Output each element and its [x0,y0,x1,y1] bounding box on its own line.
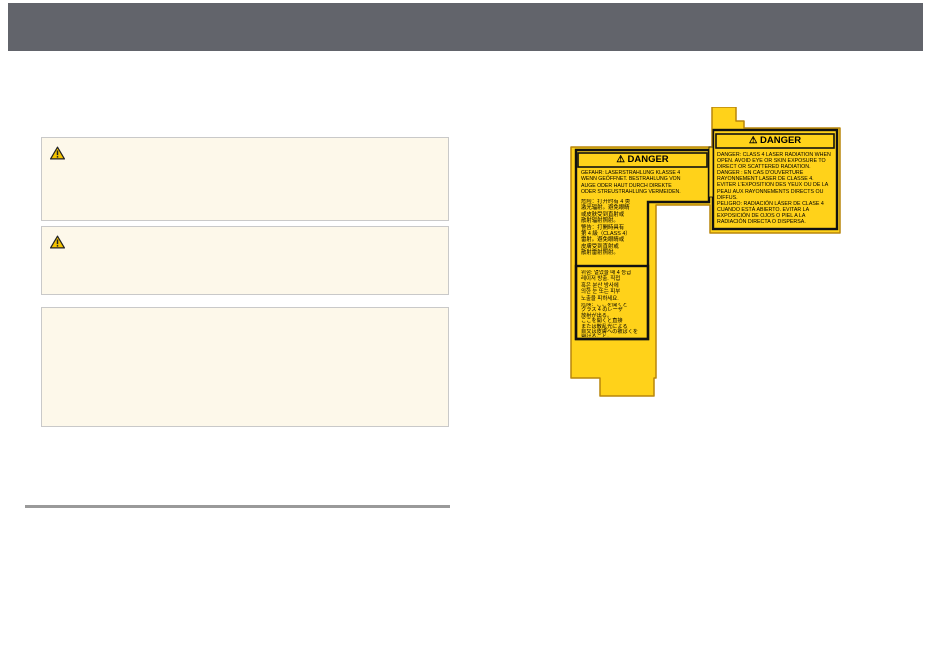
header-bar [8,3,923,51]
warning-triangle-icon [50,146,65,160]
left-chinese-text: 危险：打开时有 4 类 激光辐射。避免眼睛 或皮肤受到直射或 散射辐射照射。 警… [581,199,631,257]
laser-warning-label: ⚠ DANGER GEFAHR: LASERSTRAHLUNG KLASSE 4… [566,107,842,398]
right-title-bar [715,133,835,149]
section-divider [25,505,450,508]
left-title-bar [577,152,708,168]
left-japanese-text: 危険：ここを開くと クラス 4 のレーザ 放射が出る。 ここを開くと直接 または… [581,303,639,337]
right-panel-text: DANGER: CLASS 4 LASER RADIATION WHEN OPE… [717,152,831,226]
left-korean-text: 위험: 열었을 때 4 등급 레이저 방출. 직접 혹은 분산 방사에 의한 눈… [581,270,632,302]
warning-notice [41,137,449,221]
left-bottom-panel [574,264,650,341]
label-outline-shape [570,107,841,397]
note-notice [41,307,449,427]
left-danger-title: ⚠ DANGER [616,155,669,165]
right-danger-title: ⚠ DANGER [748,136,802,146]
warning-triangle-icon [50,235,65,249]
warning-notice [41,226,449,295]
left-german-text: GEFAHR: LASERSTRAHLUNG KLASSE 4 WENN GEÖ… [581,170,681,196]
